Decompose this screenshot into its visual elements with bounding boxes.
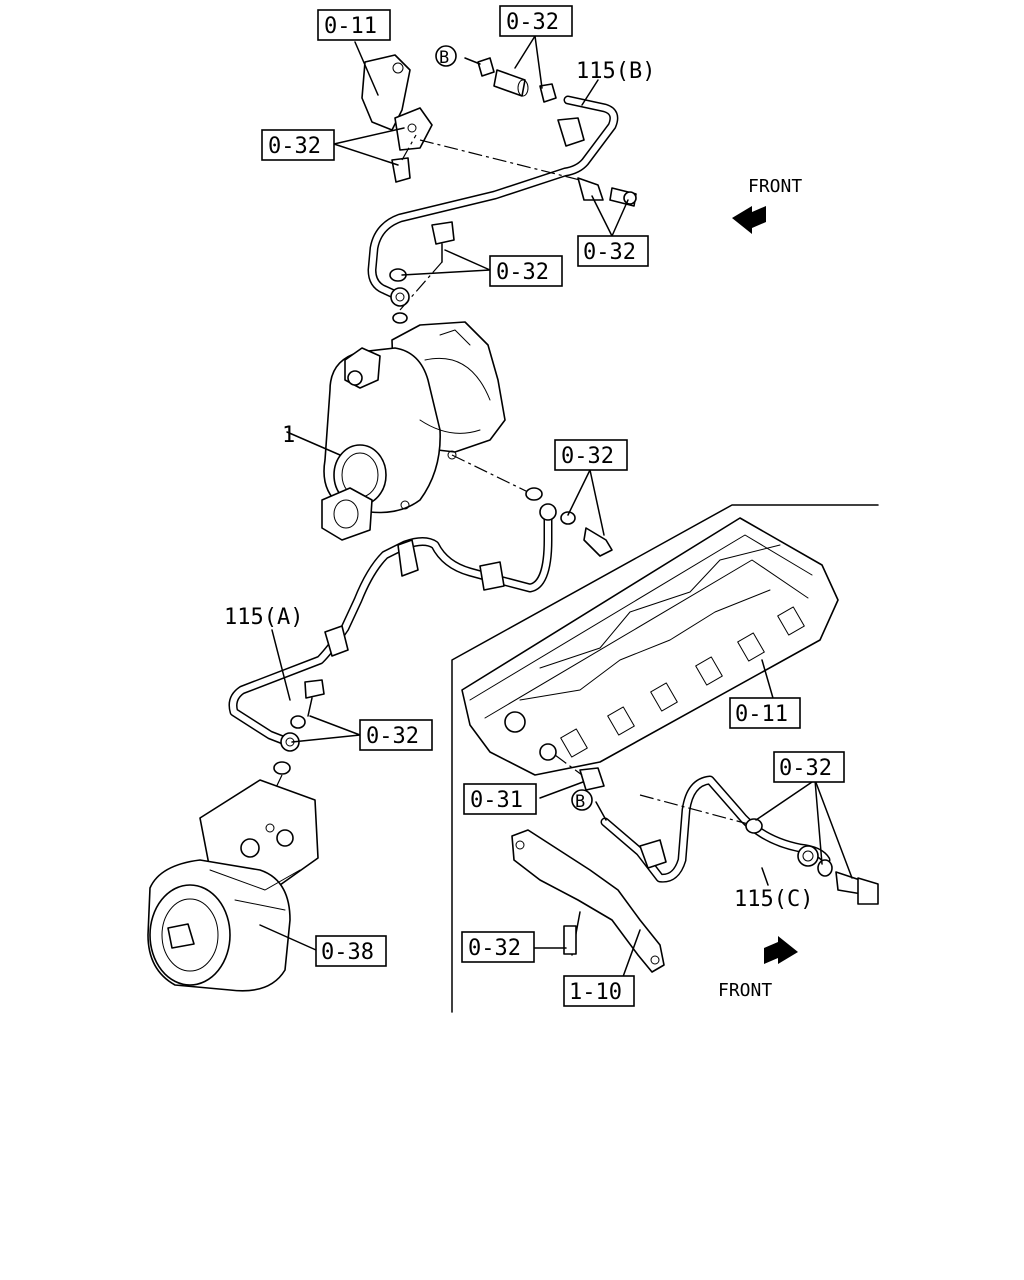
label-032-turbo: 0-32 — [554, 439, 628, 471]
leader-115a — [271, 629, 291, 701]
svg-text:0-11: 0-11 — [324, 14, 377, 39]
turbo-washer — [525, 487, 543, 501]
leader-lines — [259, 35, 853, 951]
svg-text:B: B — [575, 792, 585, 812]
bracket-110 — [511, 829, 665, 973]
label-032-bottom: 0-32 — [461, 931, 535, 963]
fitting-031 — [554, 754, 605, 791]
centerline — [419, 139, 581, 181]
svg-text:1-10: 1-10 — [569, 980, 622, 1005]
washer — [392, 312, 408, 324]
clamp-bolt-right — [577, 177, 637, 207]
label-011-head: 0-11 — [729, 697, 801, 729]
label-011-top: 0-11 — [317, 9, 391, 41]
label-front-bottom: FRONT — [718, 980, 772, 1001]
svg-text:0-11: 0-11 — [735, 702, 788, 727]
label-031: 0-31 — [463, 783, 537, 815]
svg-text:0-32: 0-32 — [366, 724, 419, 749]
cylinder-head — [461, 517, 839, 776]
leader-115c — [761, 867, 769, 886]
label-b-bottom: B — [571, 789, 593, 812]
svg-text:0-32: 0-32 — [468, 936, 521, 961]
pipec-washer — [745, 818, 763, 834]
turbo-centerline — [451, 454, 531, 494]
pipec-centerline — [639, 794, 753, 826]
label-032-top: 0-32 — [499, 5, 573, 37]
svg-text:0-32: 0-32 — [583, 240, 636, 265]
compressor-washer — [273, 761, 291, 775]
pipe-115a — [228, 503, 557, 752]
label-032-right: 0-32 — [577, 235, 649, 267]
label-032-pipec: 0-32 — [773, 751, 845, 783]
svg-text:0-32: 0-32 — [496, 260, 549, 285]
mid-bolt — [389, 221, 455, 311]
compressor-bolt — [290, 679, 325, 729]
svg-text:0-32: 0-32 — [506, 10, 559, 35]
label-032-mid: 0-32 — [489, 255, 563, 287]
label-115b: 115(B) — [576, 59, 655, 84]
pipe-115b — [367, 95, 619, 307]
label-b-top: B — [435, 45, 457, 68]
svg-text:0-32: 0-32 — [779, 756, 832, 781]
label-front-top: FRONT — [748, 176, 802, 197]
pipec-bolt — [817, 859, 879, 905]
svg-text:0-32: 0-32 — [561, 444, 614, 469]
label-1: 1 — [282, 423, 295, 448]
leader-1 — [286, 431, 341, 456]
upper-bracket — [361, 54, 433, 151]
svg-text:B: B — [439, 48, 449, 68]
label-032-bracket: 0-32 — [261, 129, 335, 161]
label-110: 1-10 — [563, 975, 635, 1007]
label-115a: 115(A) — [224, 605, 303, 630]
svg-text:0-31: 0-31 — [470, 788, 523, 813]
inset-frame — [451, 504, 879, 1013]
pipe-115c — [600, 775, 831, 883]
svg-text:0-38: 0-38 — [321, 940, 374, 965]
label-115c: 115(C) — [734, 887, 813, 912]
hose-115b-parts — [477, 57, 557, 103]
turbo-bolt — [560, 511, 613, 557]
front-arrow-bottom — [764, 936, 798, 964]
air-compressor — [147, 779, 319, 992]
svg-text:0-32: 0-32 — [268, 134, 321, 159]
turbocharger — [321, 321, 506, 541]
label-038: 0-38 — [315, 935, 387, 967]
label-032-comp: 0-32 — [359, 719, 433, 751]
front-arrow-top — [732, 206, 766, 234]
